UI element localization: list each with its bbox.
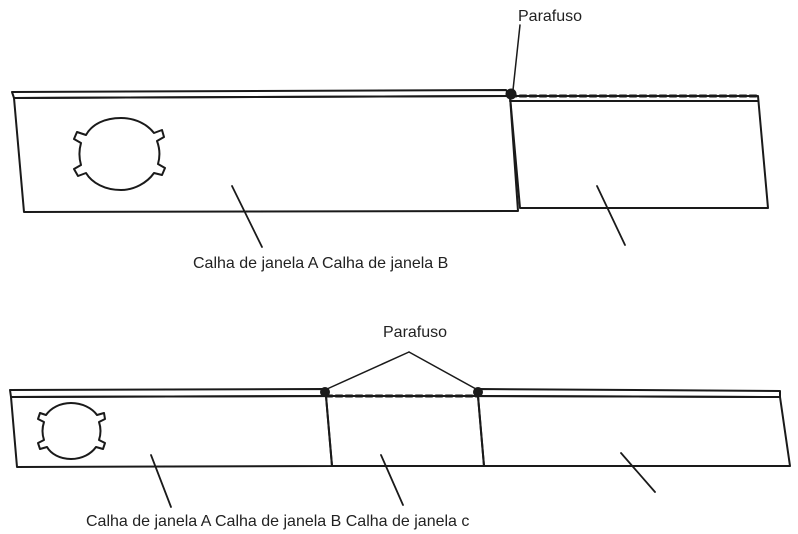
top-screw xyxy=(505,88,517,100)
top-assembly xyxy=(11,24,769,248)
bottom-screw-leader-left xyxy=(326,351,410,390)
bottom-assembly xyxy=(9,351,791,508)
top-screw-leader xyxy=(512,24,521,91)
top-caption: Calha de janela A Calha de janela B xyxy=(193,255,449,272)
bottom-screw-leader-right xyxy=(408,351,477,390)
bottom-screw-left xyxy=(320,387,330,397)
top-leader-a xyxy=(231,185,263,248)
bottom-rail-c xyxy=(477,388,791,467)
top-leader-b xyxy=(596,185,626,246)
top-rail-a xyxy=(11,89,519,213)
top-screw-label: Parafuso xyxy=(518,8,583,25)
top-knockout-hole xyxy=(73,117,166,191)
bottom-screw-right xyxy=(473,387,483,397)
bottom-screw-label: Parafuso xyxy=(383,324,448,341)
bottom-caption: Calha de janela A Calha de janela B Calh… xyxy=(86,513,470,530)
bottom-rail-a xyxy=(9,388,333,468)
top-rail-b xyxy=(508,94,769,209)
bottom-leader-b xyxy=(380,454,404,506)
bottom-rail-b xyxy=(324,394,485,467)
bottom-knockout-hole xyxy=(37,402,106,460)
bottom-leader-a xyxy=(150,454,172,508)
bottom-leader-c xyxy=(620,452,656,493)
